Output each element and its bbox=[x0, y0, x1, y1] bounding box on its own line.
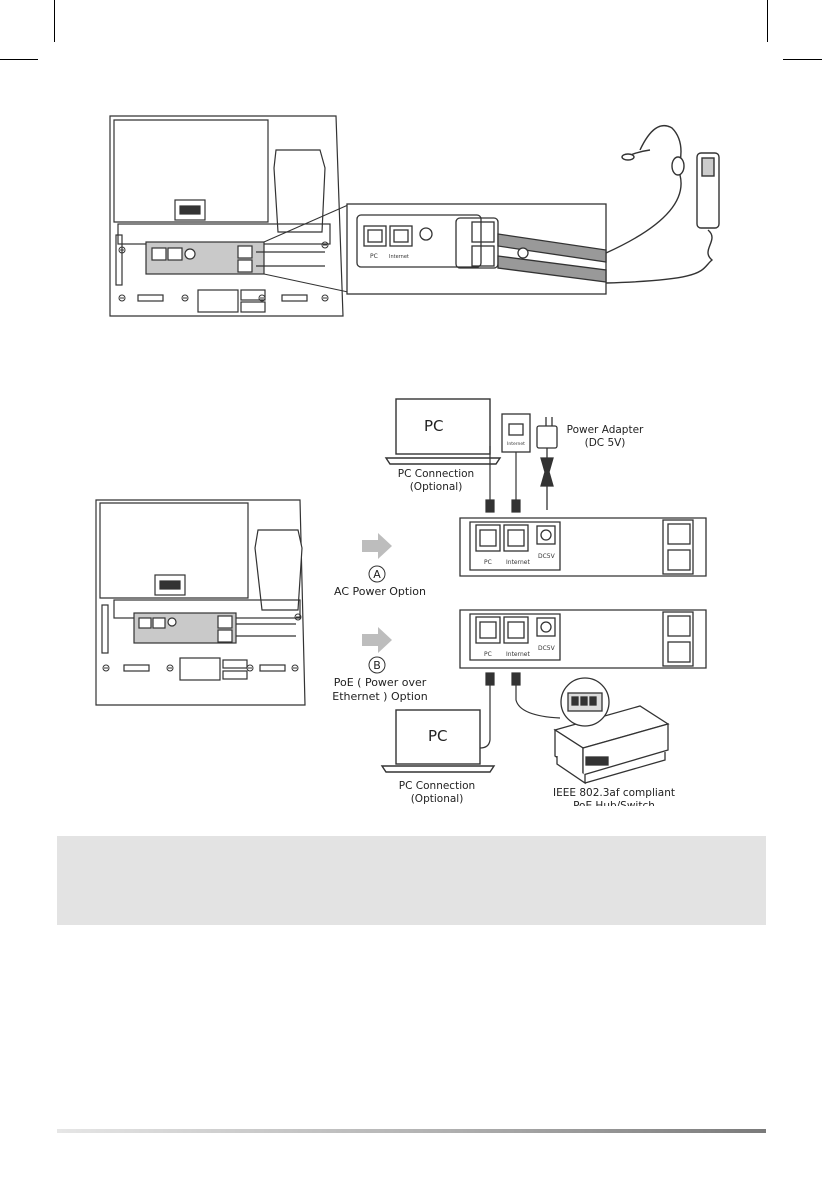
connection-diagram: PC Internet bbox=[0, 0, 822, 830]
pc-connection-label-bottom: PC Connection(Optional) bbox=[399, 780, 475, 805]
pc-label-bottom: PC bbox=[428, 727, 448, 745]
port-panel-zoom-top: PC Internet bbox=[347, 204, 606, 294]
port-panel-a bbox=[460, 518, 706, 576]
panel-a-port-internet: Internet bbox=[506, 559, 530, 566]
phone-back-view-top bbox=[110, 116, 343, 316]
pc-connection-label-top: PC Connection(Optional) bbox=[398, 468, 474, 493]
power-adapter bbox=[537, 417, 557, 510]
poe-switch bbox=[555, 678, 668, 783]
arrow-a-icon bbox=[362, 533, 392, 559]
note-box bbox=[57, 836, 766, 925]
phone-back-view-bottom bbox=[96, 500, 305, 705]
panel-a-port-dc: DC5V bbox=[538, 553, 556, 560]
cables-top bbox=[486, 446, 520, 512]
svg-text:PC: PC bbox=[370, 253, 378, 260]
option-a-label: AC Power Option bbox=[334, 585, 426, 598]
option-a-letter: A bbox=[373, 568, 381, 581]
option-b-letter: B bbox=[373, 659, 381, 672]
pc-label-top: PC bbox=[424, 417, 444, 435]
power-adapter-label: Power Adapter(DC 5V) bbox=[567, 424, 644, 449]
arrow-b-icon bbox=[362, 627, 392, 653]
panel-b-port-internet: Internet bbox=[506, 651, 530, 658]
port-panel-b bbox=[460, 610, 706, 668]
cables-bottom bbox=[480, 673, 560, 748]
wall-jack-internet-label: Internet bbox=[507, 441, 525, 447]
headset-and-handset bbox=[606, 126, 719, 283]
svg-text:Internet: Internet bbox=[389, 254, 409, 260]
panel-a-port-pc: PC bbox=[484, 559, 492, 566]
footer-rule bbox=[57, 1129, 766, 1133]
panel-b-port-dc: DC5V bbox=[538, 645, 556, 652]
panel-b-port-pc: PC bbox=[484, 651, 492, 658]
